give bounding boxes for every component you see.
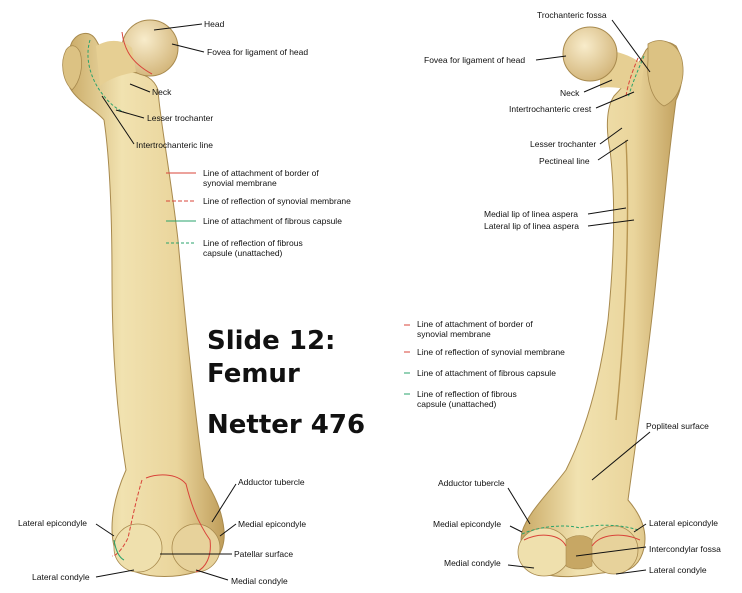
posterior-femur-body [520, 41, 683, 578]
label-intertrochanteric-crest: Intertrochanteric crest [509, 104, 592, 114]
leader-medial-lip [587, 207, 627, 215]
anterior-greater-trochanter [62, 45, 82, 91]
leader-adductor-tubercle-anterior [211, 483, 237, 523]
posterior-femoral-head [562, 26, 618, 82]
posterior-lateral-condyle-shape [589, 525, 639, 575]
label-patellar-surface: Patellar surface [234, 549, 293, 559]
label-neck-posterior: Neck [560, 88, 580, 98]
label-lesser-trochanter-anterior: Lesser trochanter [147, 113, 213, 123]
leader-pectineal-line [597, 139, 629, 161]
legend-right-item1-line1: Line of attachment of border of [417, 319, 533, 329]
leader-medial-epicondyle-posterior [509, 525, 523, 533]
leader-medial-condyle-posterior [507, 564, 535, 569]
slide-title-line3: Netter 476 [207, 410, 365, 440]
leader-neck-posterior [583, 79, 613, 93]
legend-left-item4-line2: capsule (unattached) [203, 248, 283, 258]
legend-right-item2: Line of reflection of synovial membrane [417, 347, 565, 357]
leader-fovea-anterior [171, 43, 205, 53]
label-fovea-posterior: Fovea for ligament of head [424, 55, 525, 65]
label-medial-epicondyle-anterior: Medial epicondyle [238, 519, 306, 529]
label-lateral-condyle-anterior: Lateral condyle [32, 572, 90, 582]
anterior-fibrous-line-proximal [87, 39, 125, 113]
leader-lateral-condyle-anterior [95, 569, 135, 578]
posterior-fibrous-line-distal [521, 524, 639, 535]
legend-right-item3: Line of attachment of fibrous capsule [417, 368, 556, 378]
label-medial-lip: Medial lip of linea aspera [484, 209, 578, 219]
leader-neck-anterior [129, 83, 151, 93]
leader-lateral-lip [587, 219, 635, 227]
anterior-synovial-reflection-distal [111, 479, 143, 557]
leader-trochanteric-fossa [611, 19, 651, 73]
label-fovea-anterior: Fovea for ligament of head [207, 47, 308, 57]
label-adductor-tubercle-anterior: Adductor tubercle [238, 477, 305, 487]
posterior-intercondylar-fossa-shape [565, 535, 593, 570]
posterior-greater-trochanter [647, 40, 684, 107]
label-pectineal-line: Pectineal line [539, 156, 590, 166]
label-lesser-trochanter-posterior: Lesser trochanter [530, 139, 596, 149]
leader-lateral-epicondyle-anterior [95, 523, 115, 537]
leader-lesser-trochanter-anterior [115, 109, 145, 119]
leader-lateral-condyle-posterior [615, 569, 647, 575]
label-lateral-epicondyle-posterior: Lateral epicondyle [649, 518, 718, 528]
legend-left-item1-line1: Line of attachment of border of [203, 168, 319, 178]
leader-intertrochanteric-line [101, 95, 135, 145]
anterior-medial-condyle-shape [171, 523, 221, 573]
leader-intercondylar-fossa [575, 546, 647, 557]
leader-popliteal-surface [591, 431, 651, 481]
label-neck-anterior: Neck [152, 87, 172, 97]
anterior-femur [62, 19, 225, 577]
anterior-fibrous-line-distal [113, 539, 125, 561]
leader-adductor-tubercle-posterior [507, 487, 531, 525]
slide-title-line1: Slide 12: [207, 326, 335, 356]
label-popliteal-surface: Popliteal surface [646, 421, 709, 431]
posterior-synovial-line-proximal [625, 57, 639, 97]
posterior-femur [517, 26, 684, 578]
legend-left-item4-line1: Line of reflection of fibrous [203, 238, 303, 248]
posterior-labels: Trochanteric fossa Fovea for ligament of… [424, 10, 721, 575]
slide-title-line2: Femur [207, 359, 300, 389]
slide-title: Slide 12: Femur Netter 476 [207, 326, 365, 440]
label-lateral-lip: Lateral lip of linea aspera [484, 221, 579, 231]
anterior-synovial-line-distal [145, 474, 211, 573]
legend-left: Line of attachment of border of synovial… [166, 168, 351, 258]
label-medial-condyle-posterior: Medial condyle [444, 558, 501, 568]
legend-right: Line of attachment of border of synovial… [404, 319, 565, 409]
leader-lesser-trochanter-posterior [599, 127, 623, 145]
label-intertrochanteric-line: Intertrochanteric line [136, 140, 213, 150]
label-medial-epicondyle-posterior: Medial epicondyle [433, 519, 501, 529]
legend-right-item1-line2: synovial membrane [417, 329, 491, 339]
leader-medial-epicondyle-anterior [219, 523, 237, 537]
anterior-synovial-line-proximal [121, 31, 153, 75]
leader-lateral-epicondyle-posterior [633, 523, 647, 533]
anterior-femoral-neck [96, 40, 136, 86]
legend-right-item4-line1: Line of reflection of fibrous [417, 389, 517, 399]
leader-intertrochanteric-crest [595, 91, 635, 109]
anterior-labels: Head Fovea for ligament of head Neck Les… [18, 19, 308, 586]
label-lateral-condyle-posterior: Lateral condyle [649, 565, 707, 575]
leader-fovea-posterior [535, 55, 567, 61]
posterior-linea-aspera [615, 139, 629, 421]
label-medial-condyle-anterior: Medial condyle [231, 576, 288, 586]
label-adductor-tubercle-posterior: Adductor tubercle [438, 478, 505, 488]
legend-left-item3: Line of attachment of fibrous capsule [203, 216, 342, 226]
posterior-synovial-line-distal [523, 534, 641, 547]
label-trochanteric-fossa: Trochanteric fossa [537, 10, 607, 20]
leader-medial-condyle-anterior [195, 569, 229, 581]
leader-head [153, 23, 203, 31]
label-lateral-epicondyle-anterior: Lateral epicondyle [18, 518, 87, 528]
legend-right-item4-line2: capsule (unattached) [417, 399, 497, 409]
label-intercondylar-fossa: Intercondylar fossa [649, 544, 721, 554]
legend-left-item1-line2: synovial membrane [203, 178, 277, 188]
label-head: Head [204, 19, 225, 29]
legend-left-item2: Line of reflection of synovial membrane [203, 196, 351, 206]
anterior-lateral-condyle-shape [113, 523, 163, 573]
